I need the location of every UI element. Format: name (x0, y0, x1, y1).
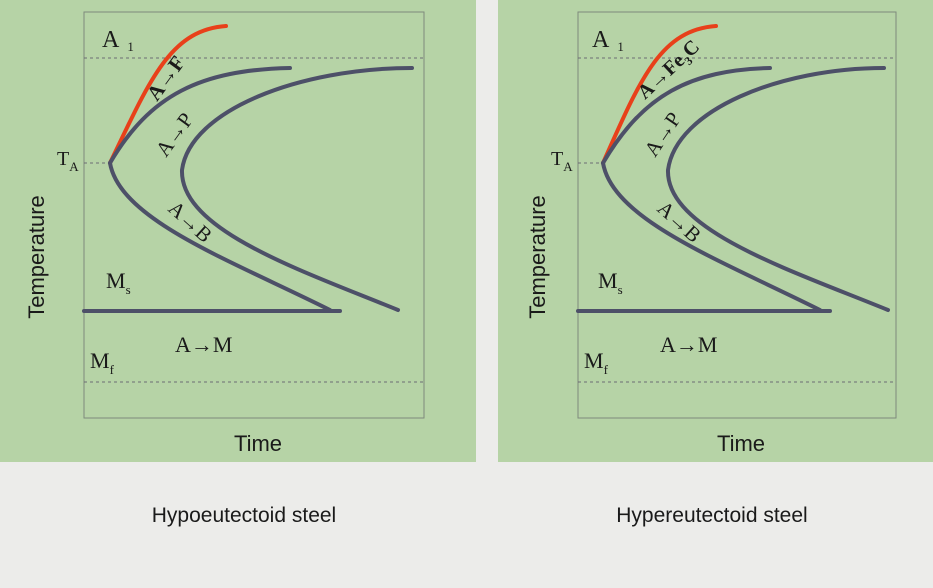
label-ta: TA (551, 148, 573, 174)
transformation-start-curve-lower (601, 161, 822, 312)
x-axis-label: Time (717, 431, 765, 456)
plot-frame (83, 11, 425, 419)
label-a-to-m: A→M (660, 332, 717, 357)
x-axis-label: Time (234, 431, 282, 456)
transformation-start-curve-lower (108, 161, 332, 312)
transformation-finish-curve (665, 66, 890, 312)
transformation-start-curve (108, 66, 292, 165)
ferrite-start-curve (108, 24, 228, 165)
label-ta: TA (57, 148, 79, 174)
label-ms: Ms (106, 268, 131, 297)
y-axis-label: Temperature (525, 195, 550, 319)
caption-hypoeutectoid: Hypoeutectoid steel (152, 504, 336, 527)
transformation-finish-curve (179, 66, 414, 312)
label-a-to-m: A→M (175, 332, 232, 357)
label-mf: Mf (584, 348, 609, 377)
label-mf: Mf (90, 348, 115, 377)
y-axis-label: Temperature (24, 195, 49, 319)
panel-background (0, 0, 476, 462)
caption-hypereutectoid: Hypereutectoid steel (616, 504, 807, 527)
transformation-start-curve (601, 66, 772, 165)
plot-frame (577, 11, 897, 419)
label-ms: Ms (598, 268, 623, 297)
cementite-start-curve (601, 24, 718, 165)
